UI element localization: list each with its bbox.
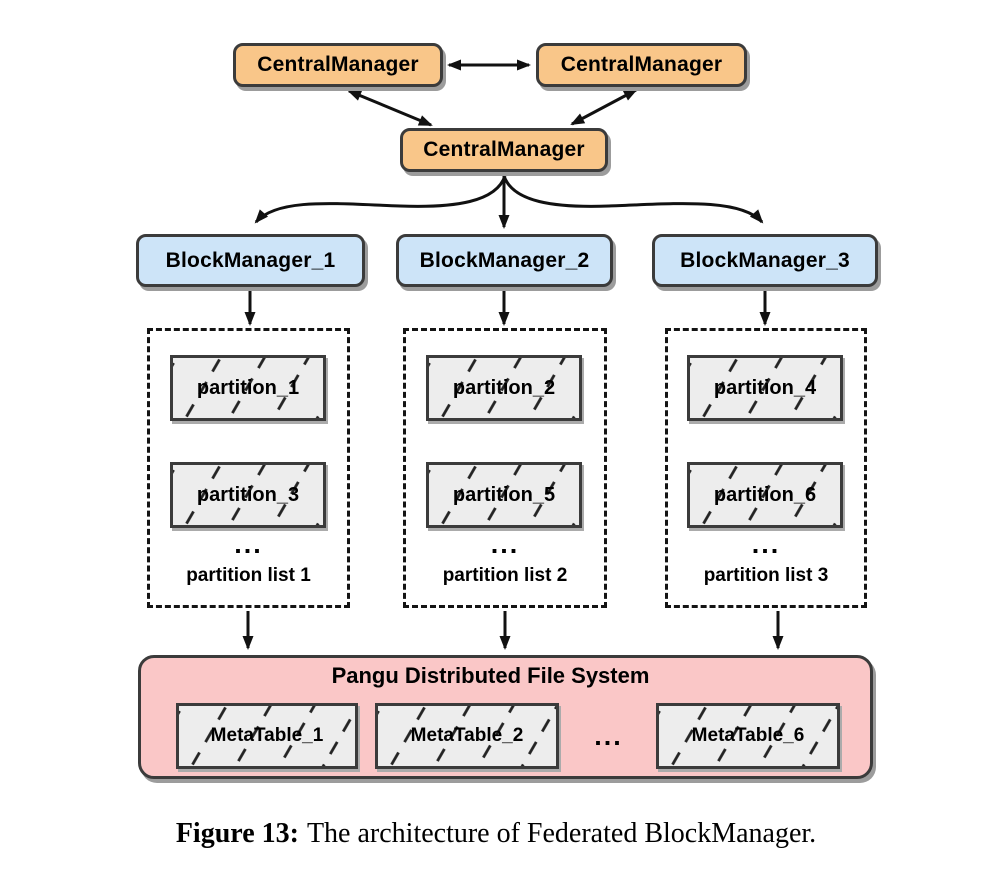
pangu-file-system: Pangu Distributed File System MetaTable_… bbox=[138, 655, 873, 779]
central-manager-node-2: CentralManager bbox=[536, 43, 747, 87]
block-manager-node-1: BlockManager_1 bbox=[136, 234, 365, 287]
arrow-cm3-bm1 bbox=[254, 175, 507, 224]
meta-table-box: MetaTable_2 bbox=[375, 703, 559, 769]
central-manager-label: CentralManager bbox=[423, 138, 585, 161]
partition-box: partition_3 bbox=[170, 462, 326, 528]
partition-list-2: partition_2 partition_5 ... partition li… bbox=[403, 328, 607, 608]
partition-box: partition_1 bbox=[170, 355, 326, 421]
partition-box: partition_6 bbox=[687, 462, 843, 528]
hatch-texture bbox=[690, 465, 840, 525]
partition-list-label: partition list 2 bbox=[442, 565, 568, 586]
partition-label: partition_1 bbox=[196, 376, 300, 399]
meta-table-label: MetaTable_1 bbox=[210, 725, 324, 746]
central-manager-label: CentralManager bbox=[560, 53, 723, 76]
hatch-texture bbox=[429, 358, 579, 418]
figure-caption: Figure 13:The architecture of Federated … bbox=[0, 818, 992, 850]
hatch-texture bbox=[173, 465, 323, 525]
partition-label: partition_3 bbox=[196, 483, 300, 506]
arrow-cm1-cm3 bbox=[347, 89, 433, 127]
partition-ellipsis: ... bbox=[751, 529, 781, 559]
hatch-texture bbox=[659, 706, 837, 766]
partition-box: partition_5 bbox=[426, 462, 582, 528]
block-manager-label: BlockManager_3 bbox=[680, 248, 850, 272]
partition-list-3: partition_4 partition_6 ... partition li… bbox=[665, 328, 867, 608]
block-manager-label: BlockManager_1 bbox=[165, 248, 336, 272]
caption-prefix: Figure 13: bbox=[175, 818, 299, 849]
hatch-texture bbox=[179, 706, 355, 766]
partition-label: partition_2 bbox=[452, 376, 556, 399]
hatch-texture bbox=[378, 706, 556, 766]
meta-table-label: MetaTable_2 bbox=[410, 725, 524, 746]
partition-list-label: partition list 1 bbox=[186, 565, 311, 586]
partition-list-1: partition_1 partition_3 ... partition li… bbox=[147, 328, 350, 608]
hatch-texture bbox=[173, 358, 323, 418]
partition-label: partition_4 bbox=[713, 376, 817, 399]
partition-ellipsis: ... bbox=[234, 529, 263, 559]
hatch-texture bbox=[690, 358, 840, 418]
partition-ellipsis: ... bbox=[490, 529, 520, 559]
partition-label: partition_5 bbox=[452, 483, 556, 506]
meta-table-label: MetaTable_6 bbox=[691, 725, 805, 746]
meta-table-ellipsis: ... bbox=[594, 721, 623, 751]
meta-table-box: MetaTable_6 bbox=[656, 703, 840, 769]
pangu-title: Pangu Distributed File System bbox=[331, 663, 650, 688]
arrow-cm3-bm3 bbox=[502, 175, 764, 224]
partition-box: partition_4 bbox=[687, 355, 843, 421]
central-manager-node-1: CentralManager bbox=[233, 43, 443, 87]
block-manager-node-2: BlockManager_2 bbox=[396, 234, 613, 287]
hatch-texture bbox=[429, 465, 579, 525]
caption-text: The architecture of Federated BlockManag… bbox=[306, 818, 817, 849]
partition-label: partition_6 bbox=[713, 483, 817, 506]
central-manager-label: CentralManager bbox=[257, 53, 419, 76]
central-manager-node-3: CentralManager bbox=[400, 128, 608, 172]
partition-list-label: partition list 3 bbox=[703, 565, 829, 586]
meta-table-box: MetaTable_1 bbox=[176, 703, 358, 769]
block-manager-node-3: BlockManager_3 bbox=[652, 234, 878, 287]
block-manager-label: BlockManager_2 bbox=[419, 248, 590, 272]
partition-box: partition_2 bbox=[426, 355, 582, 421]
arrow-cm2-cm3 bbox=[570, 88, 638, 126]
